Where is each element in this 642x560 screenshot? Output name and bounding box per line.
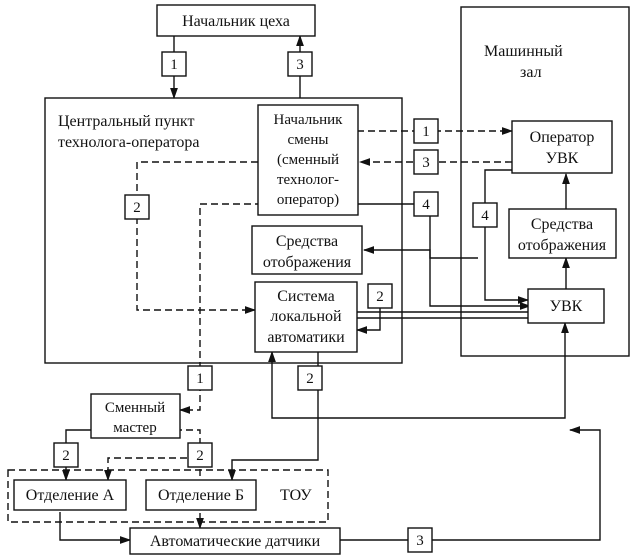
local-line-3: автоматики <box>267 329 345 346</box>
channel-tag-local: 2 <box>367 283 393 309</box>
channel-tag-master-in-text: 1 <box>196 371 204 387</box>
shop-chief-block: Начальник цеха <box>156 4 316 37</box>
master-right-line <box>104 429 201 482</box>
display-uvk-line <box>362 246 532 310</box>
department-a-label: Отделение А <box>26 487 115 504</box>
shift-chief-line-5: оператор) <box>277 192 339 208</box>
local-line-1: Система <box>277 288 335 305</box>
auto-sensors-block: Автоматические датчики <box>129 527 341 555</box>
auto-sensors-label: Автоматические датчики <box>150 533 321 550</box>
display-means-left-block: Средства отображения <box>251 225 363 275</box>
channel-tag-from-operator: 3 <box>413 149 439 175</box>
channel-tag-post-left: 2 <box>124 194 150 220</box>
shift-chief-block: Начальник смены (сменный технолог- опера… <box>257 104 359 216</box>
channel-tag-chief-down: 1 <box>161 51 187 77</box>
shift-chief-line-3: (сменный <box>277 152 339 168</box>
department-a-block: Отделение А <box>13 479 127 511</box>
tou-label: ТОУ <box>280 487 312 504</box>
dept-sensors-line <box>59 512 132 544</box>
central-post-line-1: Центральный пункт <box>58 113 194 130</box>
channel-tag-sensors-out-text: 3 <box>416 533 424 549</box>
channel-tag-chief-up: 3 <box>287 51 313 77</box>
master-in-line <box>178 203 262 414</box>
master-line-1: Сменный <box>105 400 165 416</box>
channel-tag-local-down-text: 2 <box>306 371 314 387</box>
local-automation-block: Система локальной автоматики <box>254 281 358 353</box>
channel-tag-sensors-out: 3 <box>407 527 433 553</box>
channel-tag-master-right-text: 2 <box>196 448 204 464</box>
central-post-line-2: технолога-оператора <box>58 134 199 151</box>
channel-tag-shift-out: 4 <box>413 191 439 217</box>
shop-chief-label: Начальник цеха <box>182 13 290 30</box>
shift-master-block: Сменный мастер <box>90 393 181 439</box>
uvk-label: УВК <box>550 298 583 315</box>
post-left-line <box>136 161 258 314</box>
channel-tag-master-left-text: 2 <box>62 448 70 464</box>
operator-uvk-line-2: УВК <box>546 150 579 167</box>
channel-tag-post-left-text: 2 <box>133 200 141 216</box>
machine-hall-line-2: зал <box>520 64 542 81</box>
machine-hall-line-1: Машинный <box>484 43 563 60</box>
channel-tag-chief-down-text: 1 <box>170 57 178 73</box>
channel-tag-chief-up-text: 3 <box>296 57 304 73</box>
shift-chief-line-4: технолог- <box>277 172 339 188</box>
sensors-out-line <box>340 426 601 541</box>
local-line-2: локальной <box>270 308 342 325</box>
shift-chief-line-1: Начальник <box>274 112 344 128</box>
channel-tag-hall-text: 4 <box>481 208 489 224</box>
tou-frame <box>7 469 329 523</box>
channel-tag-from-operator-text: 3 <box>422 155 430 171</box>
channel-tag-master-right: 2 <box>187 442 213 468</box>
master-line-2: мастер <box>113 420 156 436</box>
operator-uvk-line <box>484 169 530 304</box>
uvk-block: УВК <box>527 288 605 324</box>
display-left-line-2: отображения <box>263 254 352 271</box>
channel-tag-local-down: 2 <box>297 365 323 391</box>
channel-tag-to-operator-text: 1 <box>422 124 430 140</box>
central-post-title: Центральный пункт технолога-оператора <box>58 113 199 151</box>
department-b-label: Отделение Б <box>158 487 244 504</box>
department-b-block: Отделение Б <box>145 479 257 511</box>
display-right-line-2: отображения <box>518 237 607 254</box>
machine-hall-title: Машинный зал <box>484 43 563 81</box>
local-down-line <box>228 352 319 482</box>
channel-tag-master-left: 2 <box>53 442 79 468</box>
local-field-line <box>268 321 569 419</box>
channel-tag-to-operator: 1 <box>413 118 439 144</box>
operator-uvk-block: Оператор УВК <box>511 120 613 174</box>
display-right-line-1: Средства <box>531 216 593 233</box>
display-left-line-1: Средства <box>276 233 338 250</box>
channel-tag-shift-out-text: 4 <box>422 197 430 213</box>
channel-tag-local-text: 2 <box>376 289 384 305</box>
display-means-right-block: Средства отображения <box>508 208 617 259</box>
operator-uvk-line-1: Оператор <box>530 129 595 146</box>
shift-chief-line-2: смены <box>288 132 329 148</box>
channel-tag-hall: 4 <box>472 202 498 228</box>
channel-tag-master-in: 1 <box>187 365 213 391</box>
